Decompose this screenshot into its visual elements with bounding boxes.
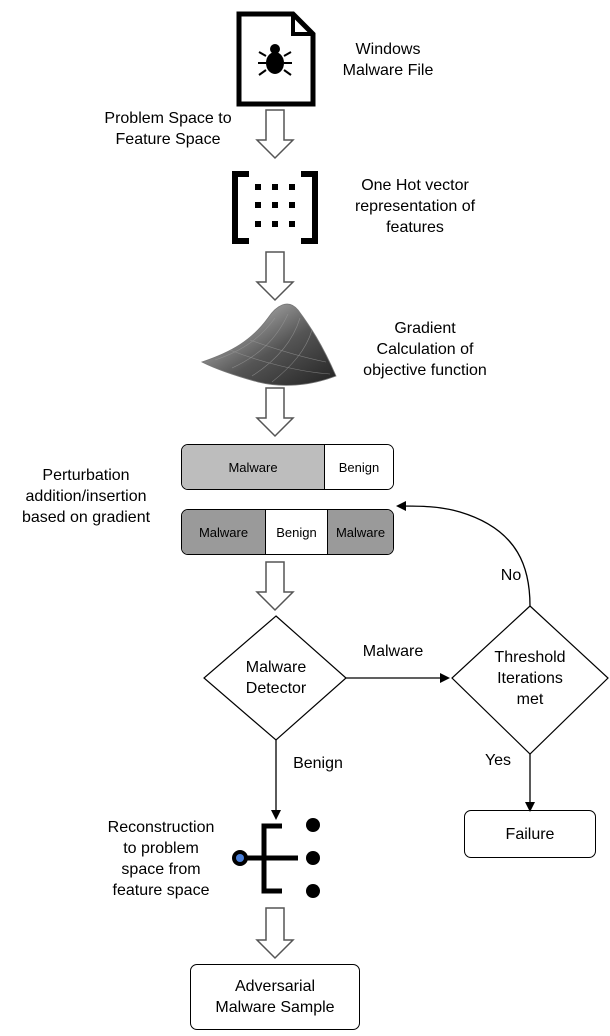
- adversarial-label: Adversarial Malware Sample: [215, 976, 334, 1018]
- failure-label: Failure: [505, 825, 555, 843]
- reconstruction-line-1: Reconstruction: [107, 819, 215, 836]
- adversarial-line-1: Adversarial: [234, 978, 316, 995]
- bar2-segment-benign: Benign: [266, 510, 328, 554]
- reconstruction-line-3: space from: [121, 861, 201, 878]
- perturbed-bar: Malware Benign Malware: [181, 509, 394, 555]
- bar2-segment-malware-left: Malware: [182, 510, 266, 554]
- hollow-arrow-2: [255, 251, 295, 302]
- bug-file-icon: [236, 11, 316, 107]
- failure-box: Failure: [464, 810, 596, 858]
- gradient-line-1: Gradient: [394, 320, 456, 337]
- gradient-line-3: objective function: [363, 362, 487, 379]
- perturbation-line-3: based on gradient: [21, 509, 151, 526]
- bar2-segment-malware-right: Malware: [328, 510, 393, 554]
- reconstruction-line-2: to problem: [123, 840, 199, 857]
- problem-to-feature-label: Problem Space to Feature Space: [86, 108, 250, 150]
- edge-threshold-no-loop: [396, 501, 531, 607]
- one-hot-line-2: representation of: [354, 198, 476, 215]
- threshold-line-1: Threshold: [494, 649, 566, 666]
- edge-label-benign: Benign: [293, 755, 343, 772]
- adversarial-sample-box: Adversarial Malware Sample: [190, 964, 360, 1030]
- reconstruction-label: Reconstruction to problem space from fea…: [86, 817, 236, 901]
- edge-label-yes: Yes: [484, 752, 512, 769]
- edge-label-no: No: [500, 567, 522, 584]
- hollow-arrow-3: [255, 387, 295, 438]
- malware-file-label-line-1: Windows: [355, 41, 421, 58]
- surface-plot-icon: [200, 303, 337, 386]
- matrix-bracket-icon: [232, 171, 318, 244]
- threshold-label: Threshold Iterations met: [475, 647, 585, 710]
- malware-detector-label: Malware Detector: [216, 657, 336, 699]
- adversarial-line-2: Malware Sample: [215, 999, 335, 1016]
- problem-to-feature-line-1: Problem Space to: [104, 110, 232, 127]
- threshold-line-2: Iterations: [497, 670, 563, 687]
- hollow-arrow-4: [255, 561, 295, 612]
- tree-structure-icon: [232, 818, 320, 898]
- problem-to-feature-line-2: Feature Space: [115, 131, 221, 148]
- bar1-segment-malware: Malware: [182, 445, 325, 489]
- reconstruction-line-4: feature space: [112, 882, 210, 899]
- bar1-segment-benign: Benign: [325, 445, 393, 489]
- gradient-line-2: Calculation of: [376, 341, 474, 358]
- one-hot-line-3: features: [386, 219, 444, 236]
- hollow-arrow-1: [255, 109, 295, 160]
- hollow-arrow-5: [255, 907, 295, 960]
- gradient-label: Gradient Calculation of objective functi…: [340, 318, 510, 381]
- one-hot-label: One Hot vector representation of feature…: [340, 175, 490, 238]
- detector-line-1: Malware: [245, 659, 307, 676]
- one-hot-line-1: One Hot vector: [361, 177, 469, 194]
- detector-line-2: Detector: [245, 680, 307, 697]
- malware-benign-bar: Malware Benign: [181, 444, 394, 490]
- threshold-line-3: met: [516, 691, 544, 708]
- edge-label-malware: Malware: [362, 643, 424, 660]
- perturbation-line-2: addition/insertion: [25, 488, 147, 505]
- perturbation-label: Perturbation addition/insertion based on…: [2, 465, 170, 528]
- perturbation-line-1: Perturbation: [42, 467, 130, 484]
- malware-file-label: Windows Malware File: [328, 39, 448, 81]
- malware-file-label-line-2: Malware File: [342, 62, 434, 79]
